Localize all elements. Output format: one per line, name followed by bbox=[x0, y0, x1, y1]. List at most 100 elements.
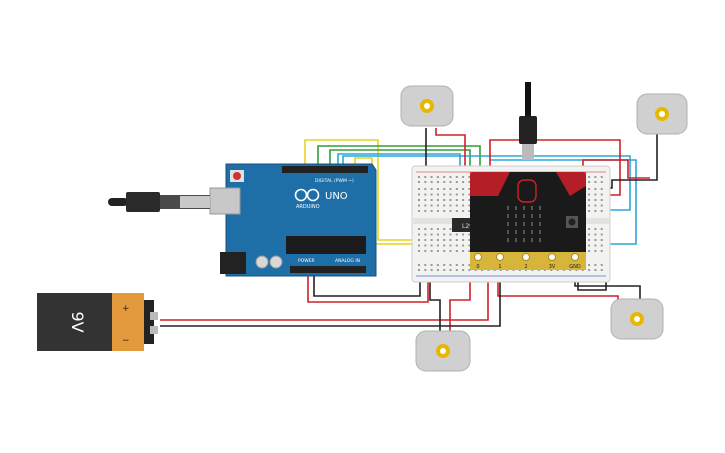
microbit-led bbox=[539, 238, 541, 242]
microbit-led bbox=[515, 238, 517, 242]
breadboard-hole bbox=[443, 193, 446, 196]
motor-bottom-right bbox=[610, 298, 664, 340]
breadboard-hole bbox=[594, 233, 597, 236]
breadboard-hole bbox=[424, 264, 427, 266]
breadboard-hole bbox=[455, 269, 458, 271]
breadboard-hole bbox=[436, 233, 439, 236]
breadboard-hole bbox=[430, 244, 433, 247]
breadboard-hole bbox=[468, 269, 471, 271]
breadboard-hole bbox=[424, 244, 427, 247]
breadboard-hole bbox=[594, 188, 597, 190]
microbit-led bbox=[531, 230, 533, 234]
breadboard-hole bbox=[449, 210, 452, 212]
breadboard-hole bbox=[449, 228, 452, 230]
breadboard-hole bbox=[588, 264, 591, 266]
breadboard-hole bbox=[455, 244, 458, 247]
microbit-led bbox=[515, 230, 517, 234]
breadboard-hole bbox=[588, 204, 591, 207]
breadboard-hole bbox=[600, 188, 603, 190]
breadboard-hole bbox=[594, 264, 597, 266]
breadboard-hole bbox=[588, 239, 591, 241]
breadboard-hole bbox=[600, 239, 603, 241]
breadboard-hole bbox=[443, 176, 446, 178]
breadboard-hole bbox=[588, 181, 591, 183]
arduino-logo-text: UNO bbox=[325, 191, 348, 202]
wire-red-motor-top bbox=[435, 128, 466, 172]
breadboard-hole bbox=[588, 188, 591, 190]
breadboard-hole bbox=[468, 250, 471, 252]
breadboard-hole bbox=[449, 181, 452, 183]
breadboard-hole bbox=[462, 176, 465, 178]
breadboard-hole bbox=[418, 176, 420, 178]
breadboard-hole bbox=[594, 176, 597, 178]
breadboard-hole bbox=[594, 269, 597, 271]
breadboard-hole bbox=[424, 239, 427, 241]
microbit-led bbox=[515, 214, 517, 218]
breadboard-hole bbox=[600, 210, 603, 212]
breadboard-hole bbox=[462, 269, 465, 271]
breadboard-hole bbox=[449, 176, 452, 178]
arduino-uno: UNO ARDUINO DIGITAL (PWM ~) POWER ANALOG… bbox=[209, 163, 377, 277]
microbit-led bbox=[531, 238, 533, 242]
breadboard-hole bbox=[436, 264, 439, 266]
breadboard-hole bbox=[418, 250, 420, 252]
breadboard-hole bbox=[436, 269, 439, 271]
wire-green-1 bbox=[317, 145, 481, 180]
motor-top-left bbox=[400, 85, 454, 127]
breadboard-hole bbox=[600, 228, 603, 230]
breadboard-hole bbox=[468, 188, 471, 190]
breadboard-hole bbox=[594, 239, 597, 241]
breadboard-hole bbox=[436, 199, 439, 201]
breadboard-hole bbox=[443, 250, 446, 252]
microbit-led bbox=[515, 206, 517, 210]
breadboard-hole bbox=[418, 193, 420, 196]
breadboard-hole bbox=[418, 210, 420, 212]
breadboard-hole bbox=[436, 210, 439, 212]
microbit-led bbox=[507, 214, 509, 218]
breadboard-hole bbox=[455, 239, 458, 241]
breadboard-hole bbox=[424, 193, 427, 196]
microbit-pin-hole bbox=[496, 253, 504, 261]
breadboard-hole bbox=[594, 193, 597, 196]
microbit-led bbox=[531, 222, 533, 226]
breadboard-hole bbox=[594, 244, 597, 247]
microbit-led bbox=[507, 238, 509, 242]
microbit-led-matrix bbox=[507, 206, 541, 242]
breadboard-hole bbox=[436, 228, 439, 230]
wire-red-right bbox=[582, 159, 650, 179]
power-plug bbox=[519, 82, 537, 160]
breadboard-hole bbox=[455, 233, 458, 236]
breadboard-hole bbox=[430, 210, 433, 212]
breadboard-hole bbox=[430, 188, 433, 190]
breadboard-hole bbox=[443, 244, 446, 247]
breadboard-hole bbox=[418, 199, 420, 201]
breadboard-hole bbox=[600, 250, 603, 252]
microbit-led bbox=[523, 230, 525, 234]
breadboard-hole bbox=[455, 210, 458, 212]
breadboard-hole bbox=[588, 269, 591, 271]
breadboard-hole bbox=[418, 264, 420, 266]
arduino-brand-text: ARDUINO bbox=[296, 204, 320, 210]
microbit-pin-label: 3V bbox=[549, 264, 556, 270]
breadboard-hole bbox=[594, 181, 597, 183]
arduino-power-label: POWER bbox=[298, 258, 315, 264]
battery-plus: + bbox=[122, 304, 130, 314]
breadboard-hole bbox=[462, 193, 465, 196]
breadboard-hole bbox=[418, 269, 420, 271]
breadboard-hole bbox=[430, 264, 433, 266]
usb-port bbox=[209, 187, 241, 215]
arduino-analog-label: ANALOG IN bbox=[335, 258, 360, 264]
breadboard-hole bbox=[449, 244, 452, 247]
breadboard-hole bbox=[418, 239, 420, 241]
motor-bottom-center bbox=[415, 330, 471, 372]
breadboard-hole bbox=[436, 239, 439, 241]
wire-red-battery bbox=[160, 268, 489, 321]
microbit-led bbox=[507, 206, 509, 210]
breadboard-hole bbox=[468, 233, 471, 236]
breadboard-hole bbox=[468, 181, 471, 183]
wire-yellow-1 bbox=[304, 139, 470, 241]
usb-cable bbox=[108, 192, 210, 212]
microbit-led bbox=[507, 230, 509, 234]
breadboard-hole bbox=[462, 233, 465, 236]
breadboard-hole bbox=[462, 199, 465, 201]
